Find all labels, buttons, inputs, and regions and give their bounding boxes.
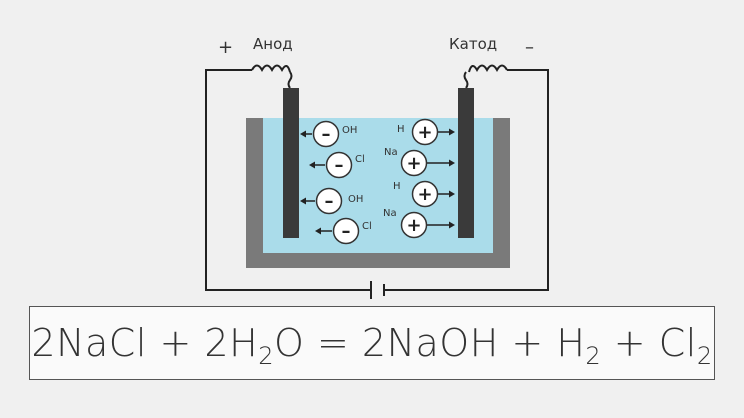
cation-ion: + H [397,118,455,146]
anion-ion: – Cl [315,217,372,245]
cation-label: H [397,124,405,135]
cation-ion: + Na [384,147,455,177]
cathode-sign: – [525,37,534,58]
anion-ion: – OH [300,120,357,148]
anion-ion: – Cl [309,151,365,179]
eq-operator: + [613,321,647,365]
cation-label: H [393,181,401,192]
anion-label: Cl [362,221,372,232]
anion-ion: – OH [300,187,363,215]
cation-sign: + [406,215,421,236]
anion-sign: – [335,155,344,176]
eq-term: Cl2 [658,321,713,370]
cathode-label: Катод [449,35,497,53]
cation-ion: + H [393,180,455,208]
equation-box: 2NaCl + 2H2O = 2NaOH + H2 + Cl2 [29,306,715,380]
eq-term: 2H2O [204,321,305,370]
cathode-lead [463,71,469,89]
anion-label: Cl [355,154,365,165]
cation-label: Na [383,208,397,219]
eq-term: H2 [556,321,602,370]
anode-lead [287,71,293,89]
anode-electrode [283,88,299,238]
eq-term: 2NaCl [31,321,147,365]
anion-sign: – [325,191,334,212]
cation-sign: + [406,153,421,174]
electrolyte [263,118,493,253]
anion-sign: – [322,124,331,145]
anion-sign: – [342,221,351,242]
anode-coil [251,64,291,73]
cation-label: Na [384,147,398,158]
circuit-wire [205,69,549,291]
cation-ion: + Na [383,208,455,239]
cathode-electrode [458,88,474,238]
anion-label: OH [342,125,357,136]
eq-term: 2NaOH [361,321,499,365]
anode-sign: + [218,37,233,58]
cation-sign: + [417,122,432,143]
cathode-coil [468,64,508,73]
anode-label: Анод [253,35,293,53]
eq-operator: = [316,321,350,365]
eq-operator: + [159,321,192,365]
cation-sign: + [417,184,432,205]
anion-label: OH [348,194,363,205]
reaction-equation: 2NaCl + 2H2O = 2NaOH + H2 + Cl2 [31,321,713,370]
eq-operator: + [511,321,544,365]
